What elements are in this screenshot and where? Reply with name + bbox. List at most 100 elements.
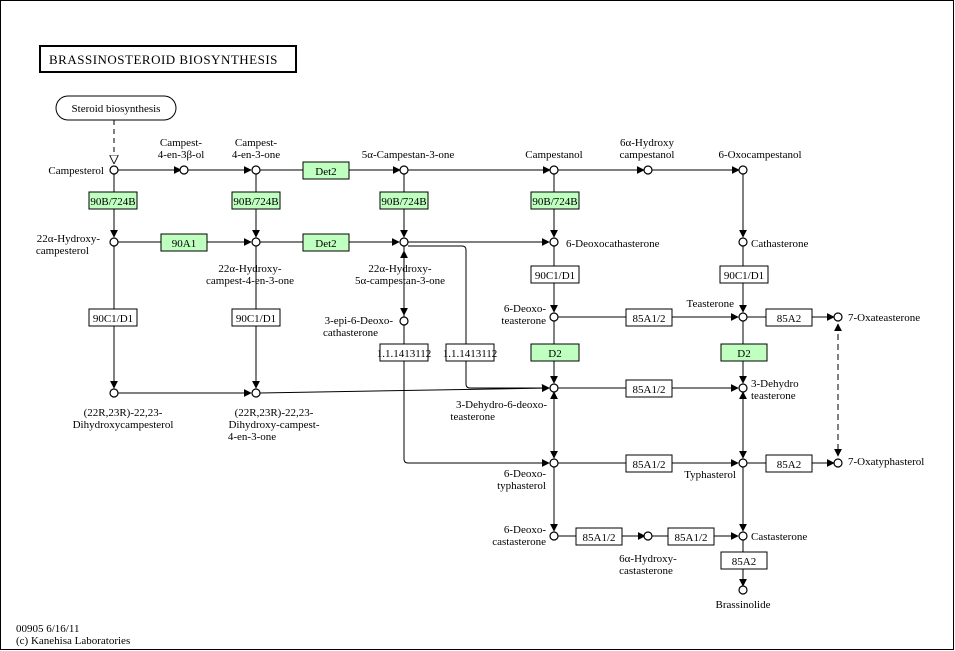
- compound-label: Typhasterol: [684, 469, 736, 481]
- svg-text:85A2: 85A2: [777, 459, 801, 471]
- enzyme-box[interactable]: 90B/724B: [379, 191, 429, 210]
- compound-node[interactable]: [109, 388, 119, 398]
- svg-text:85A1/2: 85A1/2: [583, 532, 616, 544]
- compound-node[interactable]: [549, 165, 559, 175]
- enzyme-box[interactable]: 85A2: [720, 551, 768, 570]
- svg-text:Steroid biosynthesis: Steroid biosynthesis: [72, 103, 161, 115]
- compound-label: Teasterone: [687, 298, 735, 310]
- svg-text:1.1.1413112: 1.1.1413112: [377, 348, 432, 360]
- svg-text:90C1/D1: 90C1/D1: [724, 270, 764, 282]
- svg-text:85A2: 85A2: [777, 313, 801, 325]
- edge: [403, 325, 550, 467]
- compound-label: Dihydroxycampesterol: [73, 419, 174, 431]
- svg-text:85A2: 85A2: [732, 556, 756, 568]
- compound-label: (22R,23R)-22,23-: [84, 407, 163, 419]
- compound-label: 3-Dehydro: [751, 378, 799, 390]
- svg-text:90B/724B: 90B/724B: [90, 196, 135, 208]
- enzyme-box[interactable]: 85A1/2: [575, 527, 623, 546]
- edge: [408, 245, 550, 392]
- compound-node[interactable]: [738, 531, 748, 541]
- svg-text:Det2: Det2: [315, 238, 336, 250]
- compound-node[interactable]: [549, 531, 559, 541]
- compound-nodes: [109, 165, 843, 595]
- svg-text:85A1/2: 85A1/2: [633, 313, 666, 325]
- enzyme-box[interactable]: 85A2: [765, 454, 813, 473]
- enzyme-box[interactable]: 1.1.1413112: [377, 343, 432, 362]
- enzyme-box[interactable]: 1.1.1413112: [443, 343, 498, 362]
- enzyme-box[interactable]: D2: [720, 343, 768, 362]
- enzyme-box[interactable]: 85A1/2: [667, 527, 715, 546]
- compound-node[interactable]: [833, 312, 843, 322]
- compound-node[interactable]: [738, 458, 748, 468]
- map-title: BRASSINOSTEROID BIOSYNTHESIS: [39, 45, 297, 73]
- footer-copyright: (c) Kanehisa Laboratories: [16, 635, 130, 647]
- compound-label: campestanol: [620, 149, 675, 161]
- compound-node[interactable]: [109, 165, 119, 175]
- svg-text:D2: D2: [548, 348, 561, 360]
- compound-node[interactable]: [643, 531, 653, 541]
- compound-label: typhasterol: [497, 480, 546, 492]
- compound-label: Campestanol: [525, 149, 582, 161]
- compound-label: 22α-Hydroxy-: [218, 263, 282, 275]
- enzyme-box[interactable]: 90C1/D1: [231, 308, 281, 327]
- compound-node[interactable]: [643, 165, 653, 175]
- compound-node[interactable]: [251, 165, 261, 175]
- compound-label: 6-Deoxo-: [504, 468, 546, 480]
- enzyme-box[interactable]: 90C1/D1: [88, 308, 138, 327]
- compound-label: campesterol: [36, 245, 89, 257]
- compound-label: campest-4-en-3-one: [206, 275, 294, 287]
- compound-node[interactable]: [399, 316, 409, 326]
- svg-text:D2: D2: [737, 348, 750, 360]
- compound-label: Campest-: [235, 137, 277, 149]
- compound-node[interactable]: [833, 458, 843, 468]
- compound-node[interactable]: [738, 383, 748, 393]
- enzyme-box[interactable]: 90B/724B: [530, 191, 580, 210]
- compound-label: 4-en-3β-ol: [158, 149, 205, 161]
- compound-label: teasterone: [450, 411, 495, 423]
- enzyme-box[interactable]: 85A1/2: [625, 454, 673, 473]
- enzyme-box[interactable]: 90B/724B: [88, 191, 138, 210]
- compound-node[interactable]: [109, 237, 119, 247]
- svg-text:90B/724B: 90B/724B: [233, 196, 278, 208]
- enzyme-box[interactable]: Det2: [302, 161, 350, 180]
- compound-label: Campesterol: [48, 165, 104, 177]
- compound-label: 6-Deoxo-: [504, 303, 546, 315]
- enzyme-box[interactable]: 90A1: [160, 233, 208, 252]
- compound-node[interactable]: [549, 383, 559, 393]
- enzyme-boxes: 90B/724B 90B/724B 90B/724B 90B/724B Det2…: [88, 161, 813, 570]
- compound-label: 6α-Hydroxy-: [619, 553, 677, 565]
- compound-label: castasterone: [619, 565, 673, 577]
- compound-label: 5α-Campestan-3-one: [362, 149, 455, 161]
- enzyme-box[interactable]: 90B/724B: [231, 191, 281, 210]
- compound-node[interactable]: [549, 312, 559, 322]
- compound-node[interactable]: [549, 237, 559, 247]
- compound-label: 4-en-3-one: [232, 149, 280, 161]
- compound-label: 5α-campestan-3-one: [355, 275, 445, 287]
- svg-text:90C1/D1: 90C1/D1: [535, 270, 575, 282]
- enzyme-box[interactable]: 85A2: [765, 308, 813, 327]
- compound-node[interactable]: [179, 165, 189, 175]
- compound-node[interactable]: [399, 237, 409, 247]
- enzyme-box[interactable]: 90C1/D1: [719, 265, 769, 284]
- map-link-steroid-biosynthesis[interactable]: Steroid biosynthesis: [55, 95, 177, 121]
- enzyme-box[interactable]: 90C1/D1: [530, 265, 580, 284]
- compound-label: Brassinolide: [716, 599, 771, 611]
- svg-text:Det2: Det2: [315, 166, 336, 178]
- compound-node[interactable]: [549, 458, 559, 468]
- compound-node[interactable]: [738, 312, 748, 322]
- compound-node[interactable]: [738, 585, 748, 595]
- compound-label: cathasterone: [323, 327, 378, 339]
- compound-node[interactable]: [738, 165, 748, 175]
- enzyme-box[interactable]: 85A1/2: [625, 379, 673, 398]
- compound-label: Cathasterone: [751, 238, 809, 250]
- compound-node[interactable]: [251, 237, 261, 247]
- compound-node[interactable]: [399, 165, 409, 175]
- compound-node[interactable]: [251, 388, 261, 398]
- enzyme-box[interactable]: 85A1/2: [625, 308, 673, 327]
- compound-label: 3-Dehydro-6-deoxo-: [456, 399, 547, 411]
- compound-node[interactable]: [738, 237, 748, 247]
- enzyme-box[interactable]: Det2: [302, 233, 350, 252]
- enzyme-box[interactable]: D2: [530, 343, 580, 362]
